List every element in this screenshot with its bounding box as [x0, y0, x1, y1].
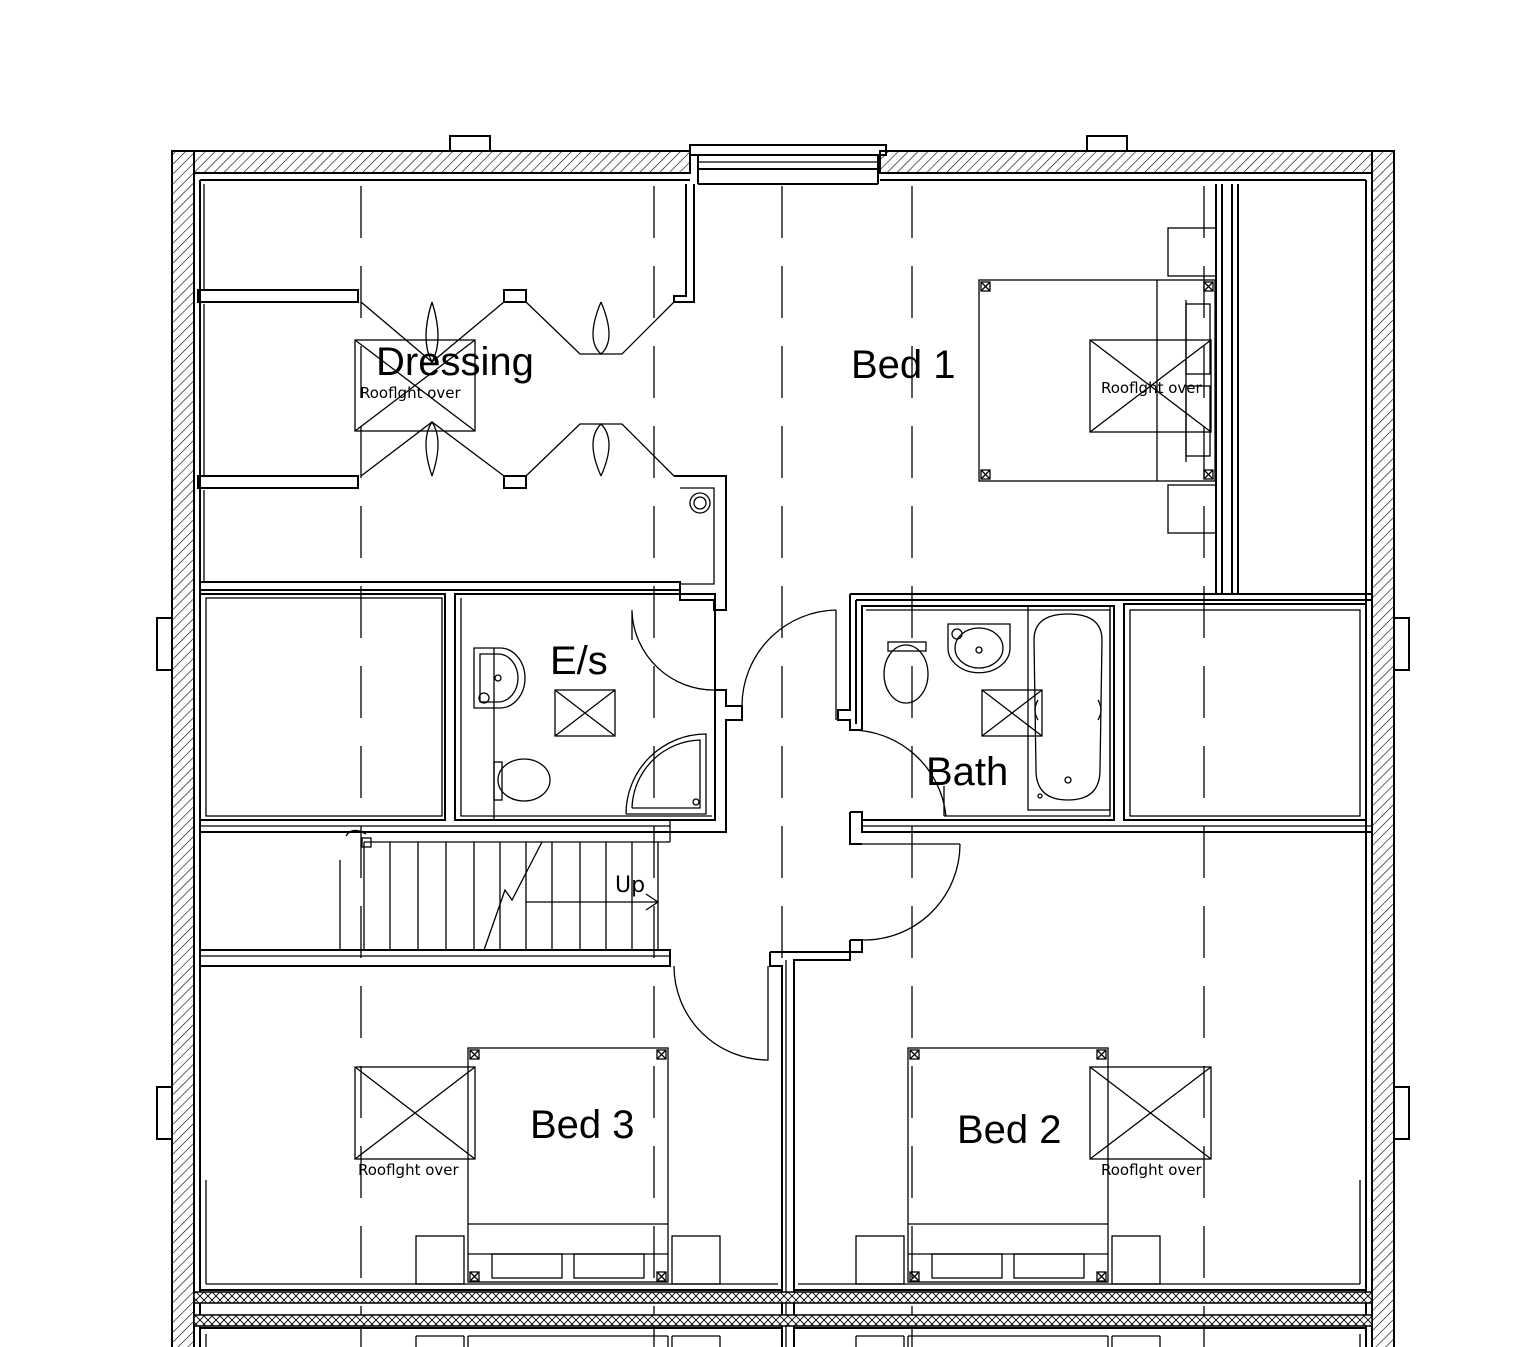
rooflight-note-bed2: Rooflght over [1101, 1161, 1203, 1179]
top-window [689, 144, 887, 185]
rooflight-bed3 [354, 1066, 476, 1160]
ensuite: E/s [200, 593, 743, 842]
roof-truss-lines [360, 186, 1205, 1347]
staircase: Up [200, 829, 671, 967]
bed1-bed [978, 279, 1216, 482]
room-label-bed3: Bed 3 [530, 1103, 635, 1147]
rooflight-note-bed3: Rooflght over [358, 1161, 460, 1179]
bathroom: Bath [837, 593, 1372, 845]
room-label-bath: Bath [926, 750, 1008, 794]
rooflight-note-bed1: Rooflght over [1101, 379, 1203, 397]
bed1-room: Bed 1 Rooflght over [851, 184, 1239, 594]
bed3-room: Bed 3 Rooflght over [354, 1047, 721, 1285]
wall-projections [156, 135, 1410, 1140]
room-label-bed2: Bed 2 [957, 1108, 1062, 1152]
room-label-dressing: Dressing [376, 340, 534, 384]
right-cupboard [1123, 603, 1367, 821]
bed3-bed [467, 1047, 669, 1283]
dressing-room: Dressing Rooflght over [197, 184, 727, 611]
landing-doors [673, 609, 961, 1347]
bed2-room: Bed 2 Rooflght over [855, 1047, 1212, 1285]
adjacent-furniture [415, 1335, 1161, 1347]
party-wall [193, 1180, 1373, 1347]
rooflight-note-dressing: Rooflght over [360, 384, 462, 402]
bed2-bed [907, 1047, 1109, 1283]
room-label-ensuite: E/s [550, 639, 608, 683]
room-label-bed1: Bed 1 [851, 343, 956, 387]
rooflight-bed1 [1089, 339, 1212, 433]
store-cupboard [199, 593, 446, 821]
rooflight-dressing [354, 339, 476, 432]
stair-up-label: Up [615, 873, 645, 898]
rooflight-bed2 [1089, 1066, 1212, 1160]
